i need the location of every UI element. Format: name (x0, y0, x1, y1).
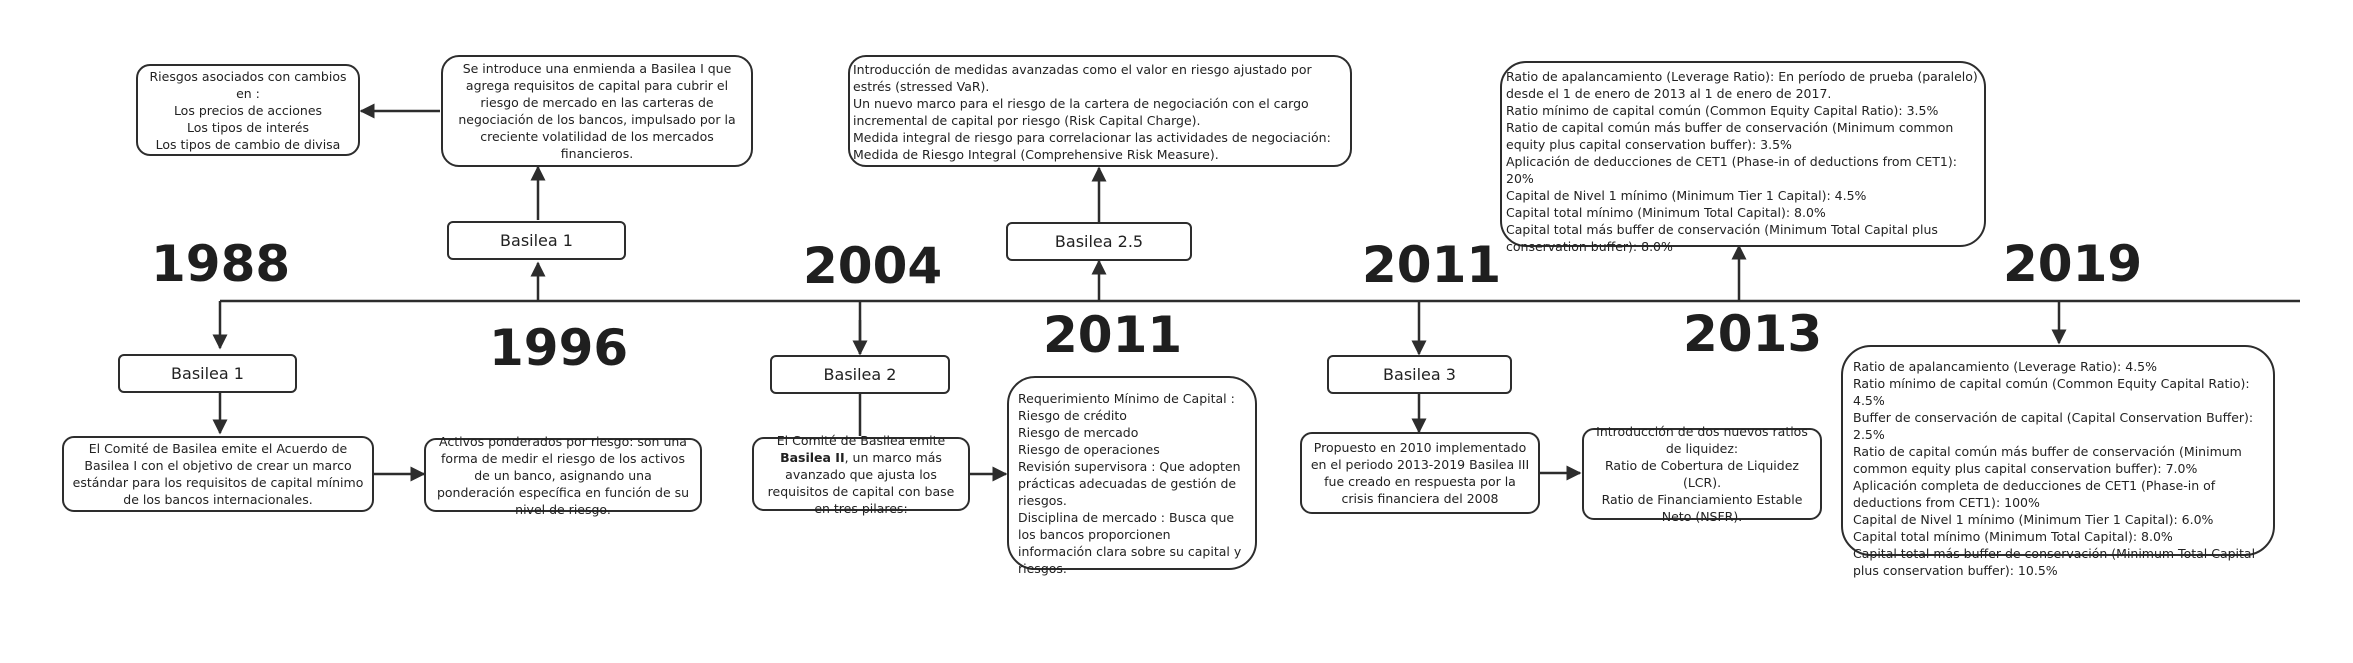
ratio-2019-item: Capital de Nivel 1 mínimo (Minimum Tier … (1853, 512, 2214, 527)
pilares-box: Requerimiento Mínimo de Capital : Riesgo… (1007, 376, 1257, 576)
activos-text: Activos ponderados por riesgo: son una f… (436, 433, 690, 517)
comite-2004-text: El Comité de Basilea emite Basilea II, u… (758, 432, 964, 517)
ratio-2019-item: Ratio mínimo de capital común (Common Eq… (1853, 376, 2250, 408)
propuesto-2010-box: Propuesto en 2010 implementado en el per… (1300, 432, 1540, 514)
basilea25-description-box: Introducción de medidas avanzadas como e… (848, 55, 1352, 167)
label-basilea3: Basilea 3 (1327, 355, 1512, 394)
ratio-2019-item: Aplicación completa de deducciones de CE… (1853, 478, 2216, 510)
riesgos-line: Los tipos de cambio de divisa (155, 136, 341, 152)
label-basilea2: Basilea 2 (770, 355, 950, 394)
ratio-2013-item: Ratio mínimo de capital común (Common Eq… (1506, 103, 1939, 118)
ratio-2019-item: Buffer de conservación de capital (Capit… (1853, 410, 2254, 442)
ratio-2019-item: Ratio de apalancamiento (Leverage Ratio)… (1853, 359, 2157, 374)
year-2004: 2004 (803, 237, 943, 295)
ratios-2013-box: Ratio de apalancamiento (Leverage Ratio)… (1500, 61, 1986, 254)
year-2011-basilea3: 2011 (1362, 236, 1502, 294)
ratio-2013-item: Ratio de capital común más buffer de con… (1506, 120, 1954, 152)
liquidez-line: Introducción de dos nuevos ratios de liq… (1596, 424, 1808, 456)
basilea25-item: Medida integral de riesgo para correlaci… (853, 130, 1331, 162)
ratios-2019-box: Ratio de apalancamiento (Leverage Ratio)… (1841, 345, 2275, 578)
pilar-item: Riesgo de crédito (1018, 408, 1127, 423)
ratio-2019-item: Capital total más buffer de conservación… (1853, 546, 2256, 578)
activos-box: Activos ponderados por riesgo: son una f… (424, 434, 702, 517)
basilea25-item: Introducción de medidas avanzadas como e… (853, 62, 1312, 94)
comite-2004-text-bold: Basilea II (780, 449, 845, 465)
liquidez-line: Ratio de Cobertura de Liquidez (LCR). (1605, 458, 1799, 490)
pilar-item: Requerimiento Mínimo de Capital : (1018, 391, 1235, 406)
pilar-item: Riesgo de operaciones (1018, 442, 1160, 457)
year-2013: 2013 (1683, 305, 1823, 363)
year-2011-basilea25: 2011 (1043, 306, 1183, 364)
comite-2004-box: El Comité de Basilea emite Basilea II, u… (752, 433, 970, 516)
pilar-item: Revisión supervisora : Que adopten práct… (1018, 459, 1241, 508)
label-basilea1-1996: Basilea 1 (447, 221, 626, 260)
comite-1988-box: El Comité de Basilea emite el Acuerdo de… (62, 436, 374, 512)
liquidez-box: Introducción de dos nuevos ratios de liq… (1582, 424, 1822, 524)
label-basilea1-1988: Basilea 1 (118, 354, 297, 393)
comite-2004-text-after: , un marco más avanzado que ajusta los r… (767, 449, 955, 516)
ratio-2013-item: Ratio de apalancamiento (Leverage Ratio)… (1506, 69, 1978, 101)
label-basilea25: Basilea 2.5 (1006, 222, 1192, 261)
ratio-2013-item: Aplicación de deducciones de CET1 (Phase… (1506, 154, 1957, 186)
pilar-item: Disciplina de mercado : Busca que los ba… (1018, 510, 1242, 576)
propuesto-2010-text: Propuesto en 2010 implementado en el per… (1310, 440, 1530, 506)
enmienda-box: Se introduce una enmienda a Basilea I qu… (441, 55, 753, 167)
riesgos-box: Riesgos asociados con cambios en : Los p… (136, 64, 360, 156)
ratio-2019-item: Ratio de capital común más buffer de con… (1853, 444, 2242, 476)
riesgos-line: Los tipos de interés (187, 119, 309, 135)
pilar-item: Riesgo de mercado (1018, 425, 1139, 440)
liquidez-line: Ratio de Financiamiento Estable Neto (NS… (1601, 492, 1803, 524)
ratio-2013-item: Capital total mínimo (Minimum Total Capi… (1506, 205, 1826, 220)
comite-2004-text-before: El Comité de Basilea emite (776, 432, 946, 448)
riesgos-line: Los precios de acciones (173, 102, 323, 118)
enmienda-text: Se introduce una enmienda a Basilea I qu… (458, 61, 736, 161)
ratio-2019-item: Capital total mínimo (Minimum Total Capi… (1853, 529, 2173, 544)
year-1988: 1988 (151, 235, 291, 293)
year-2019: 2019 (2003, 235, 2143, 293)
ratio-2013-item: Capital de Nivel 1 mínimo (Minimum Tier … (1506, 188, 1867, 203)
year-1996: 1996 (489, 319, 629, 377)
riesgos-line: Riesgos asociados con cambios en : (149, 68, 347, 101)
basilea25-item: Un nuevo marco para el riesgo de la cart… (853, 96, 1309, 128)
ratio-2013-item: Capital total más buffer de conservación… (1506, 222, 1938, 254)
comite-1988-text: El Comité de Basilea emite el Acuerdo de… (72, 441, 364, 507)
